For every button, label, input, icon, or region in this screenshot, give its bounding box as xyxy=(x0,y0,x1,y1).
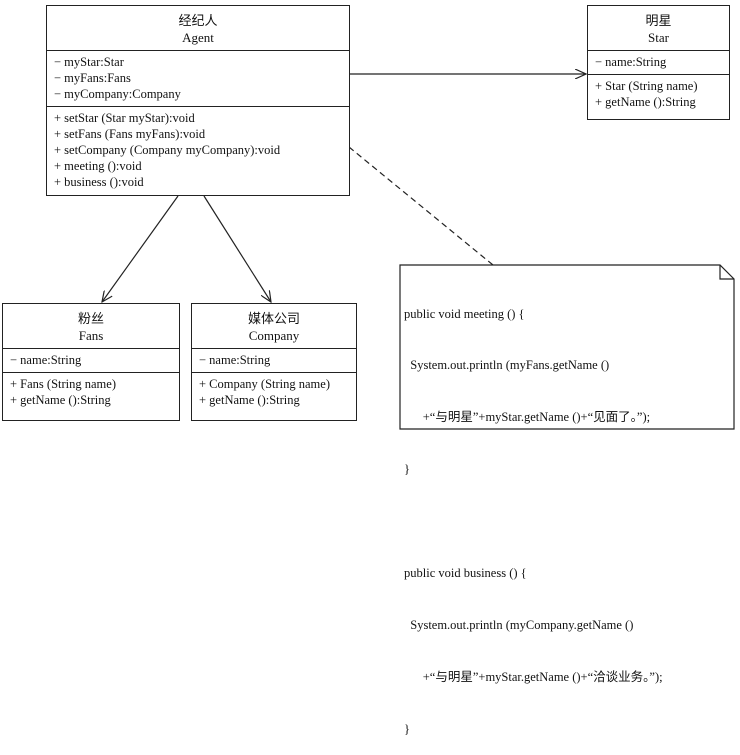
attribute: − name:String xyxy=(10,353,82,367)
note-fold-corner xyxy=(719,265,734,280)
method: + getName ():String xyxy=(199,393,300,407)
fans-title-en: Fans xyxy=(78,328,104,343)
note-line: } xyxy=(404,462,410,477)
note-line: +“与明星”+myStar.getName ()+“洽谈业务。”); xyxy=(404,669,663,684)
company-title-cn: 媒体公司 xyxy=(247,311,300,326)
agent-attributes: − myStar:Star − myFans:Fans − myCompany:… xyxy=(47,51,349,106)
fans-methods: + Fans (String name) + getName ():String xyxy=(3,372,179,412)
company-class: 媒体公司 Company − name:String + Company (St… xyxy=(191,303,357,421)
association-agent-fans xyxy=(102,195,179,302)
star-methods: + Star (String name) + getName ():String xyxy=(588,74,729,114)
agent-class-header: 经纪人 Agent xyxy=(47,6,349,51)
note-line: public void meeting () { xyxy=(404,306,525,321)
star-class: 明星 Star − name:String + Star (String nam… xyxy=(587,5,730,120)
agent-methods: + setStar (Star myStar):void + setFans (… xyxy=(47,106,349,194)
association-agent-company xyxy=(203,195,271,302)
company-attributes: − name:String xyxy=(192,349,356,372)
method: + Star (String name) xyxy=(595,79,698,93)
company-title-en: Company xyxy=(248,328,300,343)
note-line xyxy=(404,513,663,530)
note-line: System.out.println (myCompany.getName () xyxy=(404,617,634,632)
agent-class: 经纪人 Agent − myStar:Star − myFans:Fans − … xyxy=(46,5,350,196)
note-line: } xyxy=(404,721,410,736)
method: + meeting ():void xyxy=(54,159,142,173)
attribute: − myCompany:Company xyxy=(54,87,181,101)
note-anchor-line xyxy=(348,146,494,266)
note-line: public void business () { xyxy=(404,566,527,581)
method: + getName ():String xyxy=(595,95,696,109)
note-shape xyxy=(399,264,735,430)
method: + getName ():String xyxy=(10,393,111,407)
fans-class: 粉丝 Fans − name:String + Fans (String nam… xyxy=(2,303,180,421)
fans-class-header: 粉丝 Fans xyxy=(3,304,179,349)
attribute: − name:String xyxy=(199,353,271,367)
fans-attributes: − name:String xyxy=(3,349,179,372)
star-title-cn: 明星 xyxy=(645,13,672,28)
code-note: public void meeting () { System.out.prin… xyxy=(404,271,663,755)
relationship-lines xyxy=(0,0,735,430)
note-line: +“与明星”+myStar.getName ()+“见面了。”); xyxy=(404,410,651,425)
star-class-header: 明星 Star xyxy=(588,6,729,51)
attribute: − myStar:Star xyxy=(54,55,124,69)
company-methods: + Company (String name) + getName ():Str… xyxy=(192,372,356,412)
method: + setCompany (Company myCompany):void xyxy=(54,143,281,157)
method: + Fans (String name) xyxy=(10,377,116,391)
agent-title-cn: 经纪人 xyxy=(178,13,218,28)
star-attributes: − name:String xyxy=(588,51,729,74)
attribute: − myFans:Fans xyxy=(54,71,131,85)
attribute: − name:String xyxy=(595,55,667,69)
method: + setStar (Star myStar):void xyxy=(54,111,195,125)
note-line: System.out.println (myFans.getName () xyxy=(404,358,610,373)
agent-title-en: Agent xyxy=(182,30,214,45)
company-class-header: 媒体公司 Company xyxy=(192,304,356,349)
fans-title-cn: 粉丝 xyxy=(77,311,104,326)
method: + business ():void xyxy=(54,175,144,189)
method: + Company (String name) xyxy=(199,377,330,391)
method: + setFans (Fans myFans):void xyxy=(54,127,206,141)
star-title-en: Star xyxy=(648,30,669,45)
